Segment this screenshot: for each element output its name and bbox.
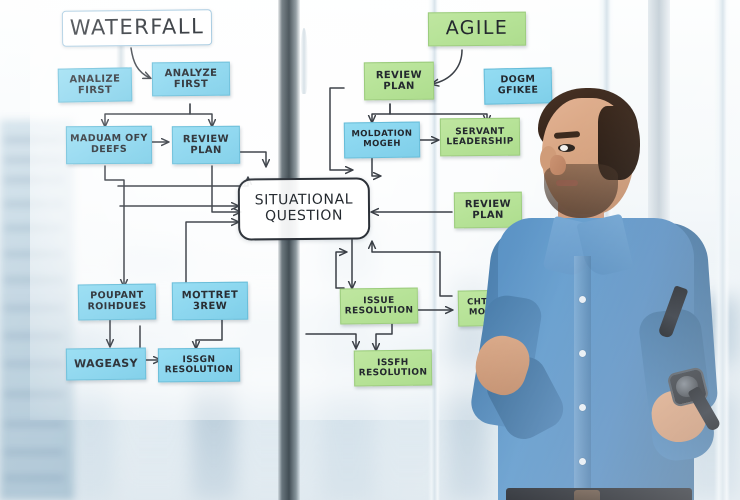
note-line-2: PLAN (190, 144, 222, 157)
sticky-note-issfh-resolution[interactable]: ISSFH RESOLUTION (353, 349, 433, 387)
note-line-2: RESOLUTION (164, 364, 234, 376)
shirt-button (579, 404, 586, 411)
sticky-note-wageasy[interactable]: WAGEASY (65, 347, 147, 381)
sticky-note-review-plan-waterfall[interactable]: REVIEW PLAN (171, 125, 241, 165)
note-line-2: ROIHDUES (87, 300, 147, 313)
shirt-button (579, 296, 586, 303)
sticky-note-analyze-first-b[interactable]: ANALYZE FIRST (151, 61, 231, 97)
note-line-1: ANALYZE (164, 67, 218, 80)
note-line-2: FIRST (173, 78, 209, 91)
sticky-note-review-plan-agile-top[interactable]: REVIEW PLAN (363, 61, 435, 101)
header-label-agile: AGILE (445, 17, 509, 40)
note-line-2: MOGEH (363, 138, 401, 150)
sticky-note-moldation-mogeh[interactable]: MOLDATION MOGEH (343, 121, 421, 159)
header-card-agile[interactable]: AGILE (427, 11, 527, 47)
sticky-note-poupant-roihdues[interactable]: POUPANT ROIHDUES (77, 283, 157, 321)
note-line-1: ANALIZE (69, 73, 121, 86)
shirt-button (579, 458, 586, 465)
hub-line-2: QUESTION (264, 207, 344, 225)
sticky-note-mottret-3rew[interactable]: MOTTRET 3REW (171, 281, 249, 321)
note-line-1: WAGEASY (73, 356, 139, 371)
note-line-1: REVIEW (375, 69, 423, 82)
note-line-2: PLAN (383, 80, 415, 93)
shirt-placket (574, 256, 591, 500)
sticky-note-issue-resolution[interactable]: ISSUE RESOLUTION (339, 287, 419, 325)
nose (550, 155, 566, 175)
note-line-2: RESOLUTION (344, 305, 414, 317)
note-line-1: MOTTRET (181, 289, 239, 302)
belt-buckle (574, 490, 600, 500)
presenter-person (468, 60, 740, 500)
note-line-2: 3REW (192, 300, 228, 313)
hub-node-situational-question[interactable]: SITUATIONAL QUESTION (237, 177, 371, 241)
sticky-note-issgn-resolution[interactable]: ISSGN RESOLUTION (157, 347, 241, 383)
note-line-2: RESOLUTION (358, 367, 428, 379)
header-card-waterfall[interactable]: WATERFALL (61, 9, 213, 47)
note-line-1: ISSGN (182, 354, 216, 366)
header-label-waterfall: WATERFALL (69, 14, 205, 40)
sticky-note-maduam-ofy-deefs[interactable]: MADUAM OFY DEEFS (65, 125, 153, 165)
note-line-2: DEEFS (90, 143, 128, 156)
eye-white (560, 145, 568, 151)
shirt-button (579, 350, 586, 357)
note-line-2: FIRST (77, 84, 113, 97)
note-line-1: REVIEW (182, 133, 230, 146)
mouth (556, 180, 578, 186)
sticky-note-analize-first-a[interactable]: ANALIZE FIRST (57, 67, 133, 103)
